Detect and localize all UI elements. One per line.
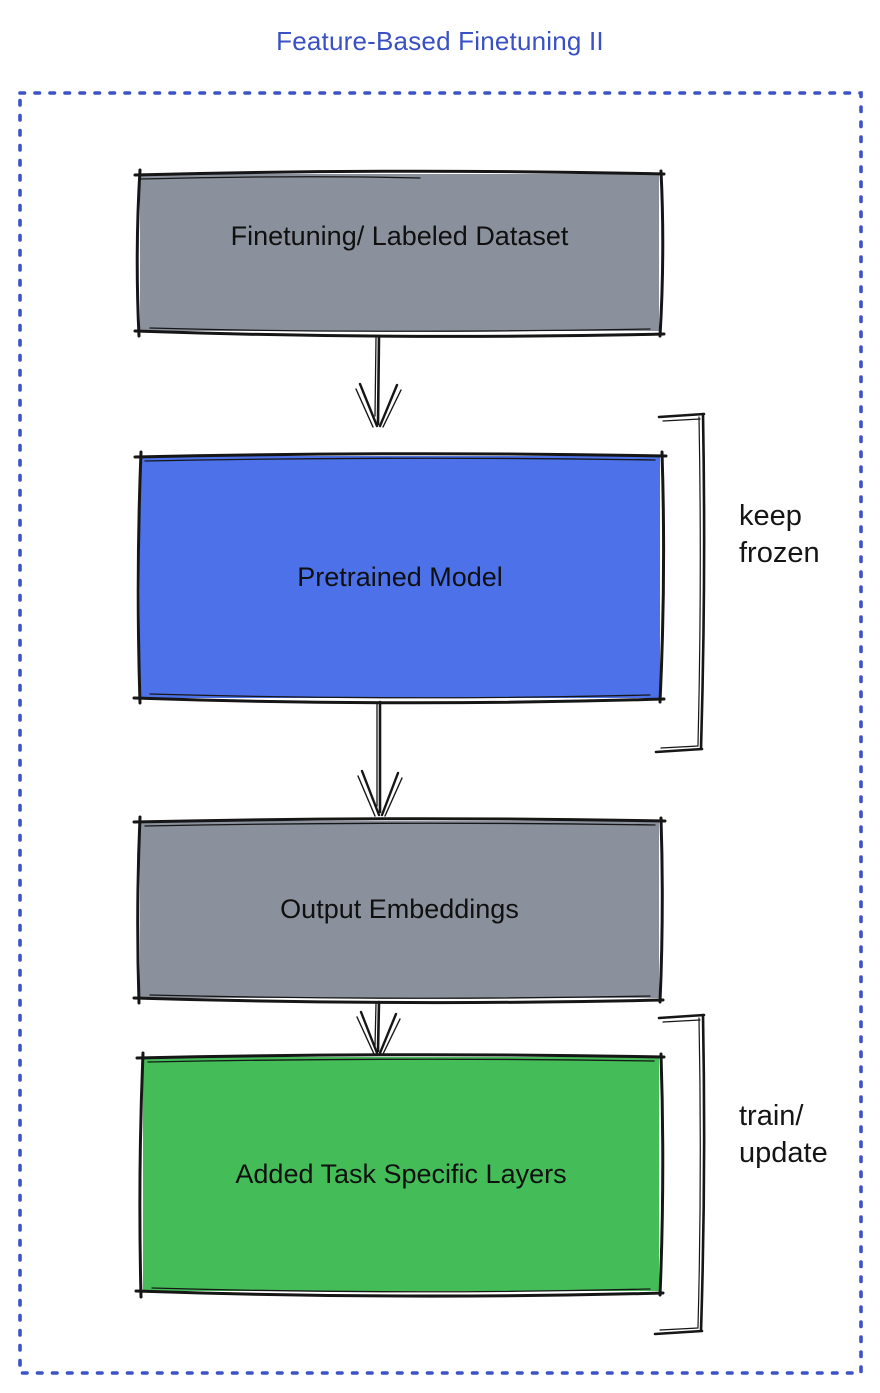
bracket-keep-frozen [654, 412, 706, 754]
flow-arrow-2 [357, 700, 403, 817]
node-finetuning-labeled-dataset: Finetuning/ Labeled Dataset [140, 174, 659, 331]
bracket-label-keep-frozen: keep frozen [739, 500, 820, 569]
flow-arrow-3 [356, 1000, 401, 1055]
node-label: Finetuning/ Labeled Dataset [230, 221, 569, 251]
bracket-train-update [653, 1013, 706, 1336]
flow-arrow-1 [355, 334, 402, 428]
node-added-task-specific-layers: Added Task Specific Layers [143, 1057, 659, 1291]
node-label: Pretrained Model [297, 561, 503, 592]
diagram-title: Feature-Based Finetuning II [276, 26, 604, 56]
node-pretrained-model: Pretrained Model [140, 456, 660, 698]
node-output-embeddings: Output Embeddings [140, 821, 659, 998]
node-label: Added Task Specific Layers [235, 1158, 567, 1189]
bracket-label-train-update: train/ update [739, 1100, 828, 1169]
node-label: Output Embeddings [280, 894, 519, 924]
